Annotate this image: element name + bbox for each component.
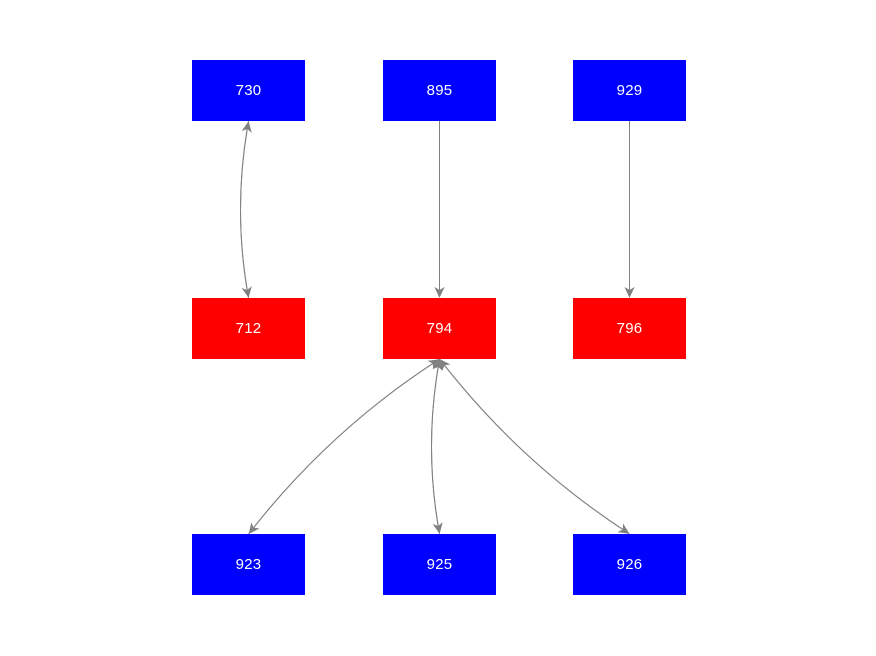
graph-node-796[interactable]: 796 [573,298,686,359]
graph-edge-925-to-794 [431,359,443,535]
graph-edge-794-to-923 [248,358,440,535]
graph-edge-926-to-794 [439,358,630,535]
graph-node-label: 925 [426,556,453,573]
graph-node-label: 796 [616,320,643,337]
graph-node-929[interactable]: 929 [573,60,686,121]
graph-node-label: 926 [616,556,643,573]
graph-node-712[interactable]: 712 [192,298,305,359]
graph-node-label: 794 [426,320,453,337]
graph-node-895[interactable]: 895 [383,60,496,121]
graph-edge-923-to-794 [248,359,440,535]
graph-node-label: 929 [616,82,643,99]
graph-node-794[interactable]: 794 [383,298,496,359]
edges-group [240,120,635,535]
graph-node-label: 730 [235,82,262,99]
graph-edge-712-to-730 [240,121,252,299]
graph-node-923[interactable]: 923 [192,534,305,595]
graph-node-925[interactable]: 925 [383,534,496,595]
graph-node-label: 895 [426,82,453,99]
graph-node-label: 923 [235,556,262,573]
graph-node-926[interactable]: 926 [573,534,686,595]
graph-node-730[interactable]: 730 [192,60,305,121]
graph-node-label: 712 [235,320,262,337]
graph-edge-794-to-926 [439,358,630,534]
